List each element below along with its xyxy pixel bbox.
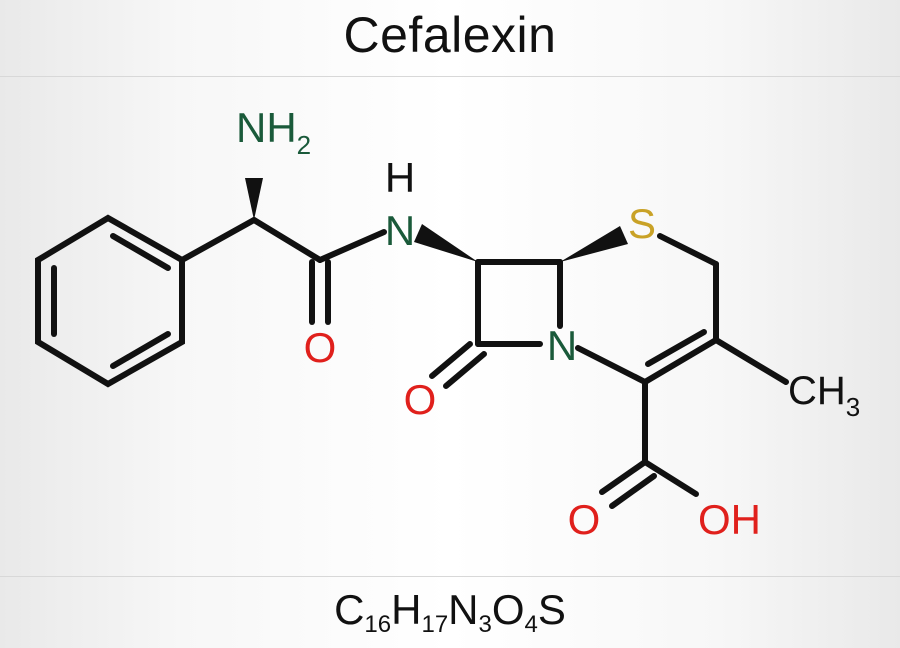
lactam-carbonyl-bond [429,341,473,379]
formula-c: C16 [334,586,392,638]
formula-o: O4 [491,586,538,638]
bond [317,229,387,263]
atom-amide-h: H [385,154,415,201]
wedge-bond [560,226,628,262]
title-divider [0,76,900,77]
formula-n: N3 [448,586,492,638]
benzene-double-bond [110,331,171,369]
formula-s: S [537,586,566,633]
molecular-formula: C16H17N3O4S [0,586,900,639]
acid-carbonyl-bond [599,459,648,495]
atom-oh: OH [698,496,761,543]
formula-h: H17 [391,586,449,638]
bond [642,459,699,497]
bond [657,233,719,267]
bond [575,345,648,385]
lactam-carbonyl-bond [443,351,487,389]
wedge-bond [245,178,263,220]
benzene-ring [35,214,185,388]
atom-nh2: NH2 [236,104,311,160]
bonds [35,214,789,509]
atom-ch3: CH3 [788,369,860,422]
atom-sulfur: S [628,200,656,247]
bond [251,217,323,263]
bond [642,337,719,385]
methyl-bond [713,337,789,385]
ring-double-bond [645,329,707,367]
atom-acid-o: O [568,496,601,543]
acid-carbonyl-bond [609,473,657,509]
benzene-double-bond [110,233,171,271]
bond [179,217,257,263]
atom-amide-o: O [304,324,337,371]
atom-amide-n: N [385,207,415,254]
wedges [245,178,628,262]
atom-lactam-o: O [404,376,437,423]
wedge-bond [414,224,478,262]
molecule-title: Cefalexin [343,7,557,63]
atom-ring-n: N [547,322,577,369]
formula-divider [0,576,900,577]
